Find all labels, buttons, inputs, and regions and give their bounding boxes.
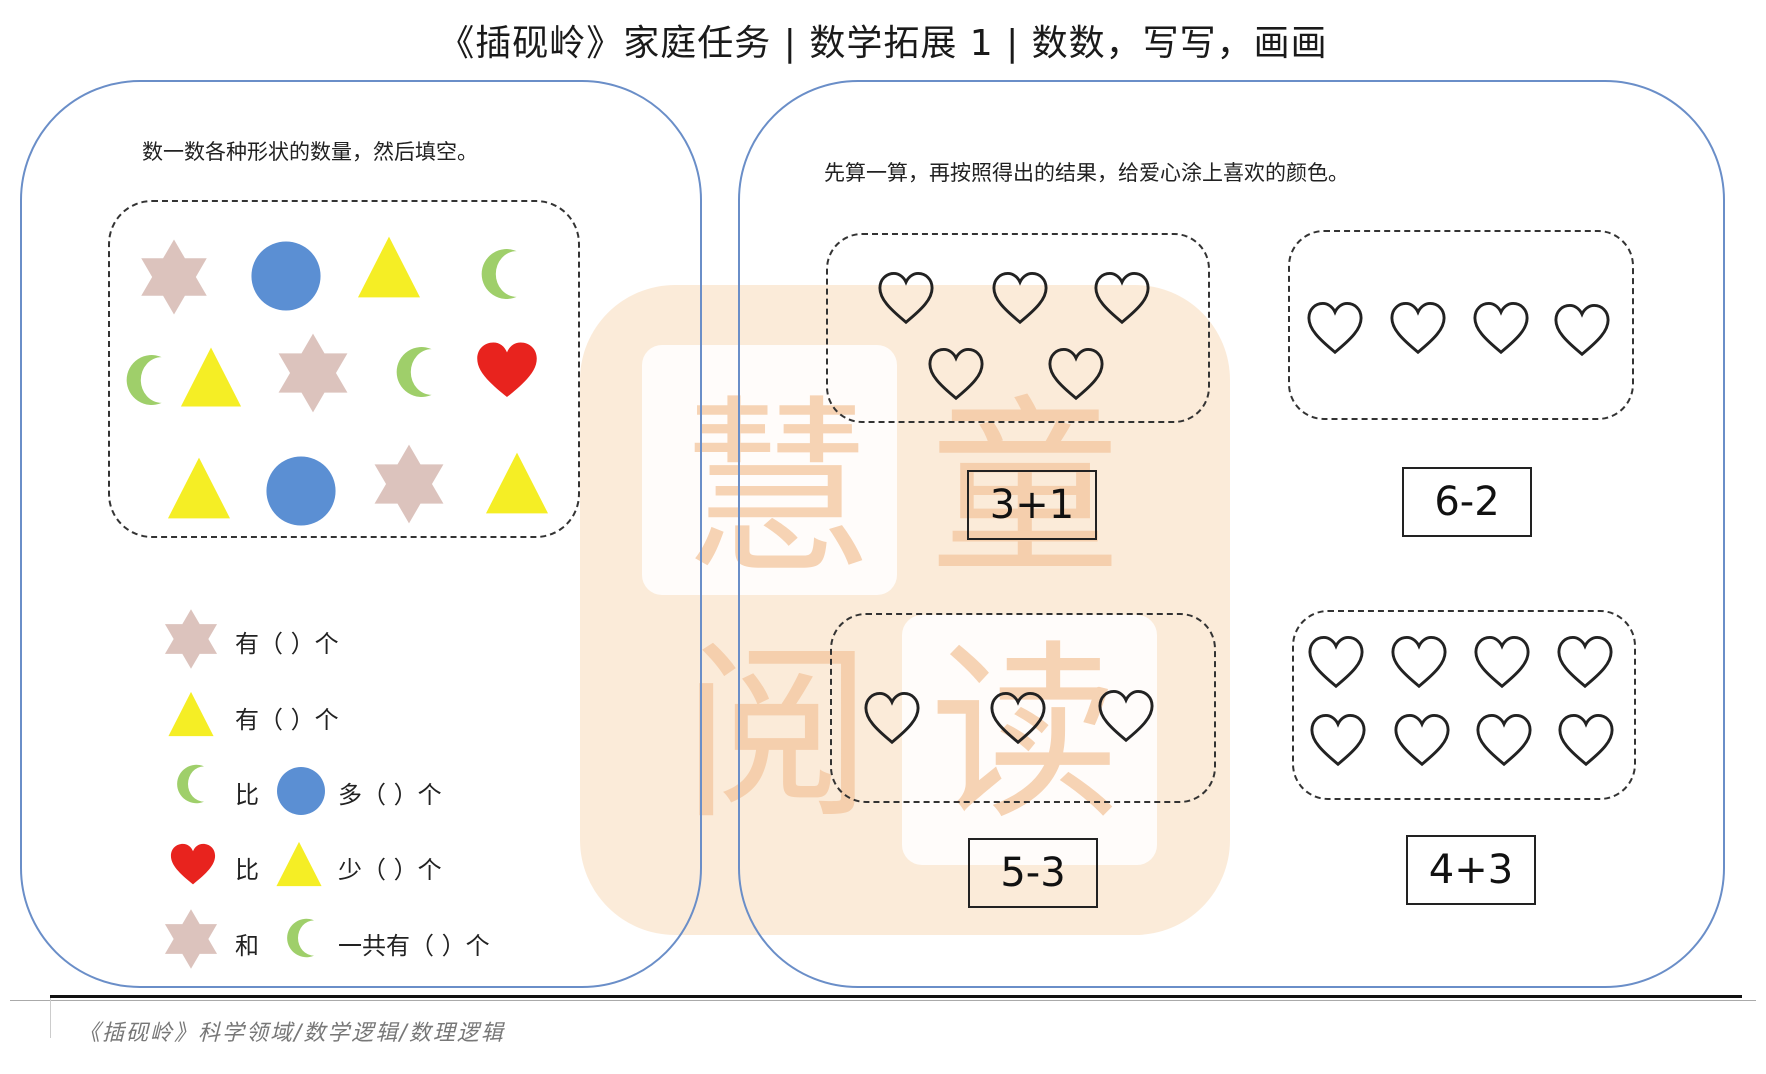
- heart-outline-icon[interactable]: [860, 690, 924, 748]
- question-text: 有（ ）个: [235, 630, 339, 658]
- triangle-icon: [162, 690, 220, 738]
- question-text: 比: [235, 856, 259, 884]
- question-text: 少（ ）个: [338, 856, 442, 884]
- triangle-icon: [478, 450, 556, 516]
- heart-outline-icon[interactable]: [1390, 712, 1454, 770]
- heart-outline-icon[interactable]: [874, 270, 938, 328]
- heart-outline-icon[interactable]: [1550, 302, 1614, 360]
- triangle-icon: [160, 455, 238, 521]
- footer-rule: [50, 995, 1742, 998]
- footer-text: 《插砚岭》科学领域/数学逻辑/数理逻辑: [78, 1021, 505, 1046]
- footer-marker: [50, 998, 51, 1038]
- circle-icon: [265, 455, 337, 527]
- heart-outline-icon[interactable]: [1303, 300, 1367, 358]
- heart-outline-icon[interactable]: [1472, 712, 1536, 770]
- heart-outline-icon[interactable]: [988, 270, 1052, 328]
- question-text: 有（ ）个: [235, 706, 339, 734]
- heart-outline-icon[interactable]: [1306, 712, 1370, 770]
- heart-icon: [166, 842, 220, 888]
- star-icon: [272, 332, 354, 414]
- moon-icon: [120, 340, 172, 420]
- moon-icon: [172, 752, 212, 816]
- circle-icon: [276, 766, 326, 816]
- equation-box: 6-2: [1402, 467, 1532, 537]
- heart-outline-icon[interactable]: [1044, 346, 1108, 404]
- heart-outline-icon[interactable]: [1304, 634, 1368, 692]
- heart-outline-icon[interactable]: [1554, 712, 1618, 770]
- heart-outline-icon[interactable]: [1387, 634, 1451, 692]
- heart-outline-icon[interactable]: [1094, 688, 1158, 746]
- watermark-char: 童: [930, 379, 1121, 600]
- page-title: 《插砚岭》家庭任务 | 数学拓展 1 | 数数，写写，画画: [438, 23, 1328, 64]
- question-text: 一共有（ ）个: [338, 932, 490, 960]
- watermark-char: 阅: [682, 624, 873, 845]
- star-icon: [368, 443, 450, 525]
- right-instruction: 先算一算，再按照得出的结果，给爱心涂上喜欢的颜色。: [824, 161, 1349, 185]
- circle-icon: [250, 240, 322, 312]
- star-icon: [160, 908, 222, 970]
- heart-outline-icon[interactable]: [986, 690, 1050, 748]
- left-instruction: 数一数各种形状的数量，然后填空。: [142, 140, 478, 164]
- hearts-box: [1288, 230, 1634, 420]
- heart-outline-icon[interactable]: [1553, 634, 1617, 692]
- equation-box: 4+3: [1406, 835, 1536, 905]
- triangle-icon: [270, 840, 328, 888]
- watermark-char: 慧: [682, 379, 873, 600]
- heart-outline-icon[interactable]: [1090, 270, 1154, 328]
- watermark-block: [902, 615, 1157, 865]
- hearts-box: [826, 233, 1210, 423]
- heart-icon: [472, 340, 542, 402]
- triangle-icon: [172, 345, 250, 409]
- question-text: 多（ ）个: [338, 781, 442, 809]
- watermark-block: [642, 345, 897, 595]
- equation-box: 5-3: [968, 838, 1098, 908]
- moon-icon: [390, 332, 442, 412]
- question-text: 比: [235, 781, 259, 809]
- heart-outline-icon[interactable]: [924, 346, 988, 404]
- heart-outline-icon[interactable]: [1386, 300, 1450, 358]
- equation-box: 3+1: [967, 470, 1097, 540]
- heart-outline-icon[interactable]: [1470, 634, 1534, 692]
- hearts-box: [830, 613, 1216, 803]
- footer-divider: [10, 1000, 1756, 1001]
- question-text: 和: [235, 932, 259, 960]
- right-task-panel: [738, 80, 1725, 988]
- star-icon: [160, 608, 222, 670]
- triangle-icon: [350, 234, 428, 300]
- moon-icon: [475, 234, 527, 314]
- hearts-box: [1292, 610, 1636, 800]
- left-task-panel: [20, 80, 702, 988]
- heart-outline-icon[interactable]: [1469, 300, 1533, 358]
- shapes-box: [108, 200, 580, 538]
- star-icon: [135, 238, 213, 316]
- moon-icon: [282, 906, 322, 970]
